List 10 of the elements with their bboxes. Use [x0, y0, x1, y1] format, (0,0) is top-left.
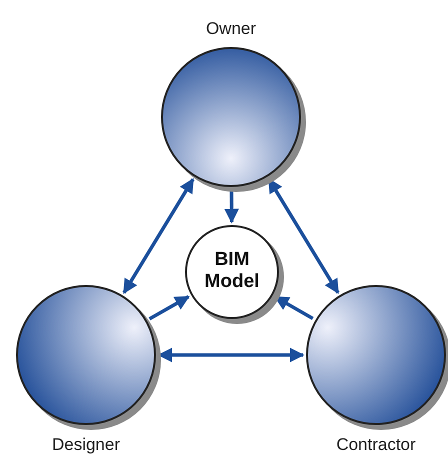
node-heading: Designer: [50, 435, 122, 455]
circle-node: [161, 19, 307, 193]
arrow: [224, 190, 239, 224]
arrow: [268, 178, 340, 294]
node-label: BIM Model: [204, 249, 260, 293]
circle-node: [185, 225, 285, 325]
arrow: [122, 178, 194, 294]
arrow: [148, 295, 190, 320]
node-heading: Contractor: [335, 435, 417, 455]
node-heading: Owner: [204, 19, 258, 39]
